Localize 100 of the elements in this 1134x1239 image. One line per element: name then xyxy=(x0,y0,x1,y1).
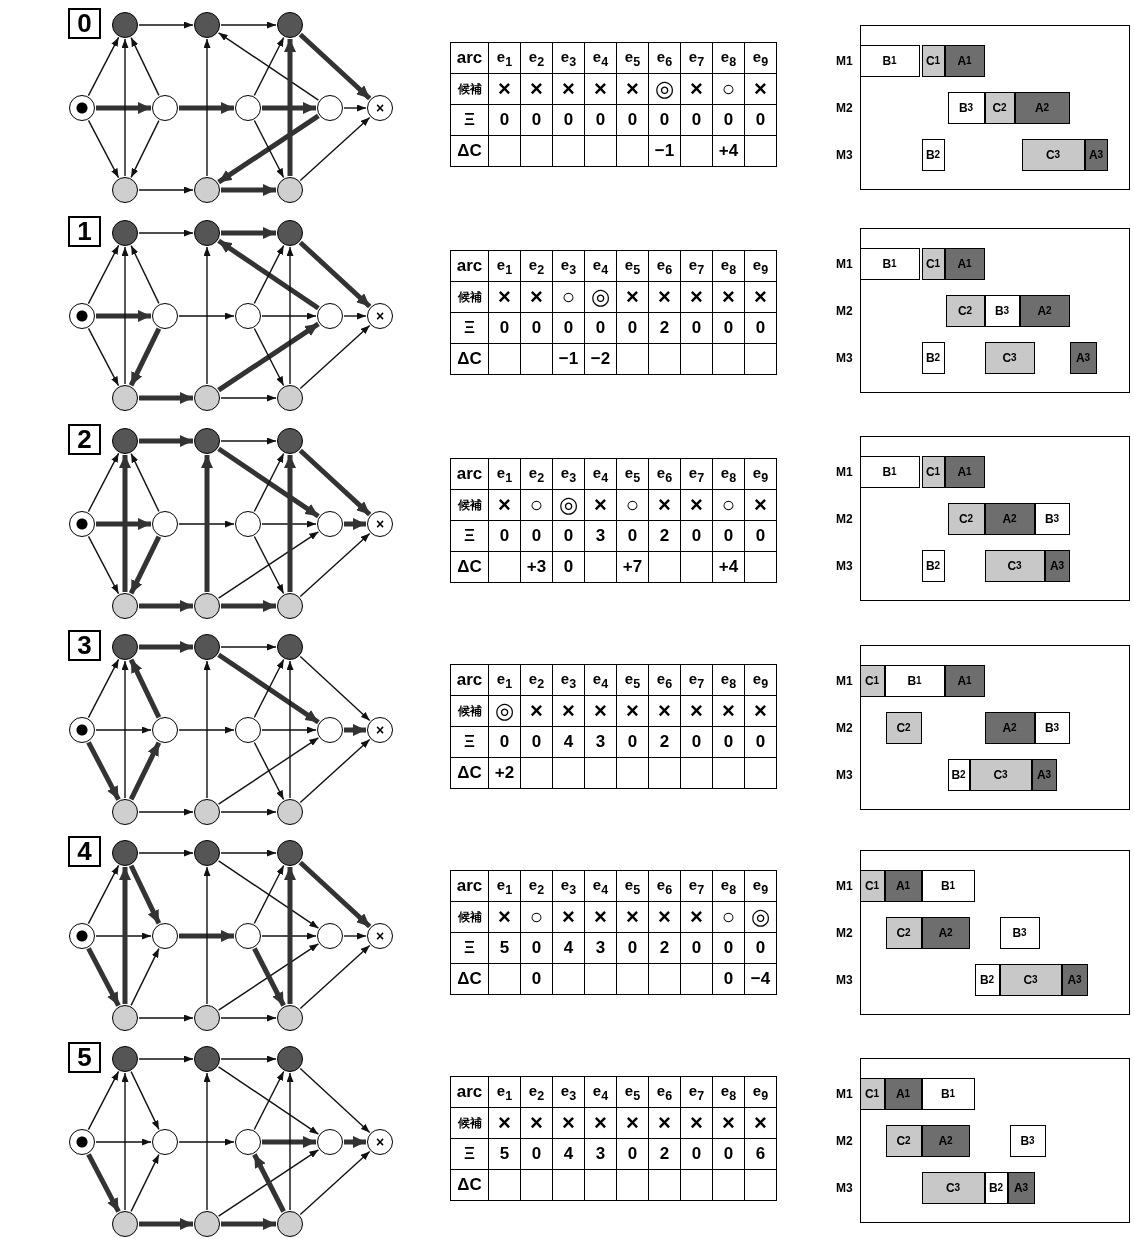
column-header: e$_{2}$ xyxy=(520,250,553,282)
step-number-box: 2 xyxy=(68,424,101,455)
table-cell: 0 xyxy=(712,520,745,552)
table-cell: × xyxy=(584,901,617,933)
table-cell: × xyxy=(648,281,681,313)
machine-label: M2 xyxy=(836,304,853,318)
operation-node xyxy=(152,717,178,743)
table-cell: × xyxy=(552,1107,585,1139)
end-node: × xyxy=(367,923,393,949)
table-cell: 3 xyxy=(584,520,617,552)
table-cell: ○ xyxy=(552,281,585,313)
table-cell: 3 xyxy=(584,932,617,964)
table-cell: 0 xyxy=(712,104,745,136)
column-header: e$_{4}$ xyxy=(584,458,617,490)
arrow xyxy=(262,102,316,114)
arrow xyxy=(179,102,234,114)
arrow xyxy=(217,321,320,393)
column-header: e$_{3}$ xyxy=(552,250,585,282)
table-cell: ○ xyxy=(616,489,649,521)
table-cell: ○ xyxy=(712,489,745,521)
arrow xyxy=(220,643,277,651)
column-header: e$_{3}$ xyxy=(552,664,585,696)
start-node xyxy=(69,303,95,329)
table-cell: × xyxy=(744,489,777,521)
operation-node xyxy=(317,95,343,121)
table-cell: 0 xyxy=(744,104,777,136)
table-cell: × xyxy=(680,281,713,313)
arrow xyxy=(87,864,120,925)
arrow xyxy=(217,446,320,519)
column-header: e$_{7}$ xyxy=(680,250,713,282)
arrow xyxy=(217,943,320,1011)
column-header: e$_{8}$ xyxy=(712,458,745,490)
operation-node xyxy=(194,1211,220,1237)
step-number-box: 0 xyxy=(68,8,101,39)
operation-node xyxy=(277,799,303,825)
arrow xyxy=(86,741,121,801)
machine-label: M1 xyxy=(836,674,853,688)
arrow xyxy=(286,246,294,385)
arrow xyxy=(119,867,131,1004)
column-header: e$_{6}$ xyxy=(648,250,681,282)
table-cell: 2 xyxy=(648,726,681,758)
arrow xyxy=(87,452,120,513)
arrow xyxy=(253,452,285,513)
arrow xyxy=(252,947,286,1007)
operation-node xyxy=(152,1129,178,1155)
operation-node xyxy=(235,717,261,743)
table-cell: 0 xyxy=(680,932,713,964)
operation-node xyxy=(152,303,178,329)
column-header: e$_{3}$ xyxy=(552,42,585,74)
column-header: e$_{1}$ xyxy=(488,250,521,282)
arrow xyxy=(139,435,193,447)
start-node xyxy=(69,511,95,537)
arrow xyxy=(95,1138,152,1146)
column-header: e$_{4}$ xyxy=(584,250,617,282)
arrow xyxy=(121,246,129,385)
table-cell: 0 xyxy=(552,104,585,136)
operation-node xyxy=(277,12,303,38)
column-header: e$_{7}$ xyxy=(680,664,713,696)
column-header: e$_{5}$ xyxy=(616,458,649,490)
table-cell: 0 xyxy=(520,726,553,758)
row-header: 候補 xyxy=(450,901,489,933)
arrow xyxy=(221,184,276,196)
table-cell: 0 xyxy=(680,520,713,552)
column-header: e$_{4}$ xyxy=(584,664,617,696)
table-cell: ○ xyxy=(712,73,745,105)
table-cell: × xyxy=(552,695,585,727)
arrow xyxy=(203,1072,211,1211)
column-header: e$_{4}$ xyxy=(584,870,617,902)
arrow xyxy=(261,520,317,528)
table-cell: 0 xyxy=(552,551,585,583)
arrow xyxy=(130,119,160,179)
operation-node xyxy=(112,799,138,825)
arrow xyxy=(96,310,151,322)
arrow xyxy=(217,238,320,311)
column-header: e$_{5}$ xyxy=(616,42,649,74)
column-header: arc xyxy=(450,870,489,902)
table-cell: × xyxy=(744,281,777,313)
arrow xyxy=(203,866,211,1005)
machine-label: M1 xyxy=(836,879,853,893)
column-header: e$_{3}$ xyxy=(552,1076,585,1108)
arrow xyxy=(343,932,367,940)
arrow xyxy=(86,947,121,1007)
table-cell: ○ xyxy=(712,901,745,933)
arrow xyxy=(139,392,193,404)
table-cell: × xyxy=(552,901,585,933)
arrow xyxy=(253,244,285,305)
operation-node xyxy=(194,634,220,660)
arrow xyxy=(220,21,277,29)
table-cell: × xyxy=(584,489,617,521)
arrow xyxy=(203,38,211,177)
table-cell: × xyxy=(584,1107,617,1139)
table-cell: +3 xyxy=(520,551,553,583)
column-header: e$_{2}$ xyxy=(520,42,553,74)
table-cell: +7 xyxy=(616,551,649,583)
column-header: e$_{6}$ xyxy=(648,1076,681,1108)
column-header: e$_{9}$ xyxy=(744,664,777,696)
gantt-chart-frame xyxy=(860,1058,1130,1223)
column-header: e$_{5}$ xyxy=(616,250,649,282)
row-header: 候補 xyxy=(450,281,489,313)
table-cell: 0 xyxy=(744,312,777,344)
